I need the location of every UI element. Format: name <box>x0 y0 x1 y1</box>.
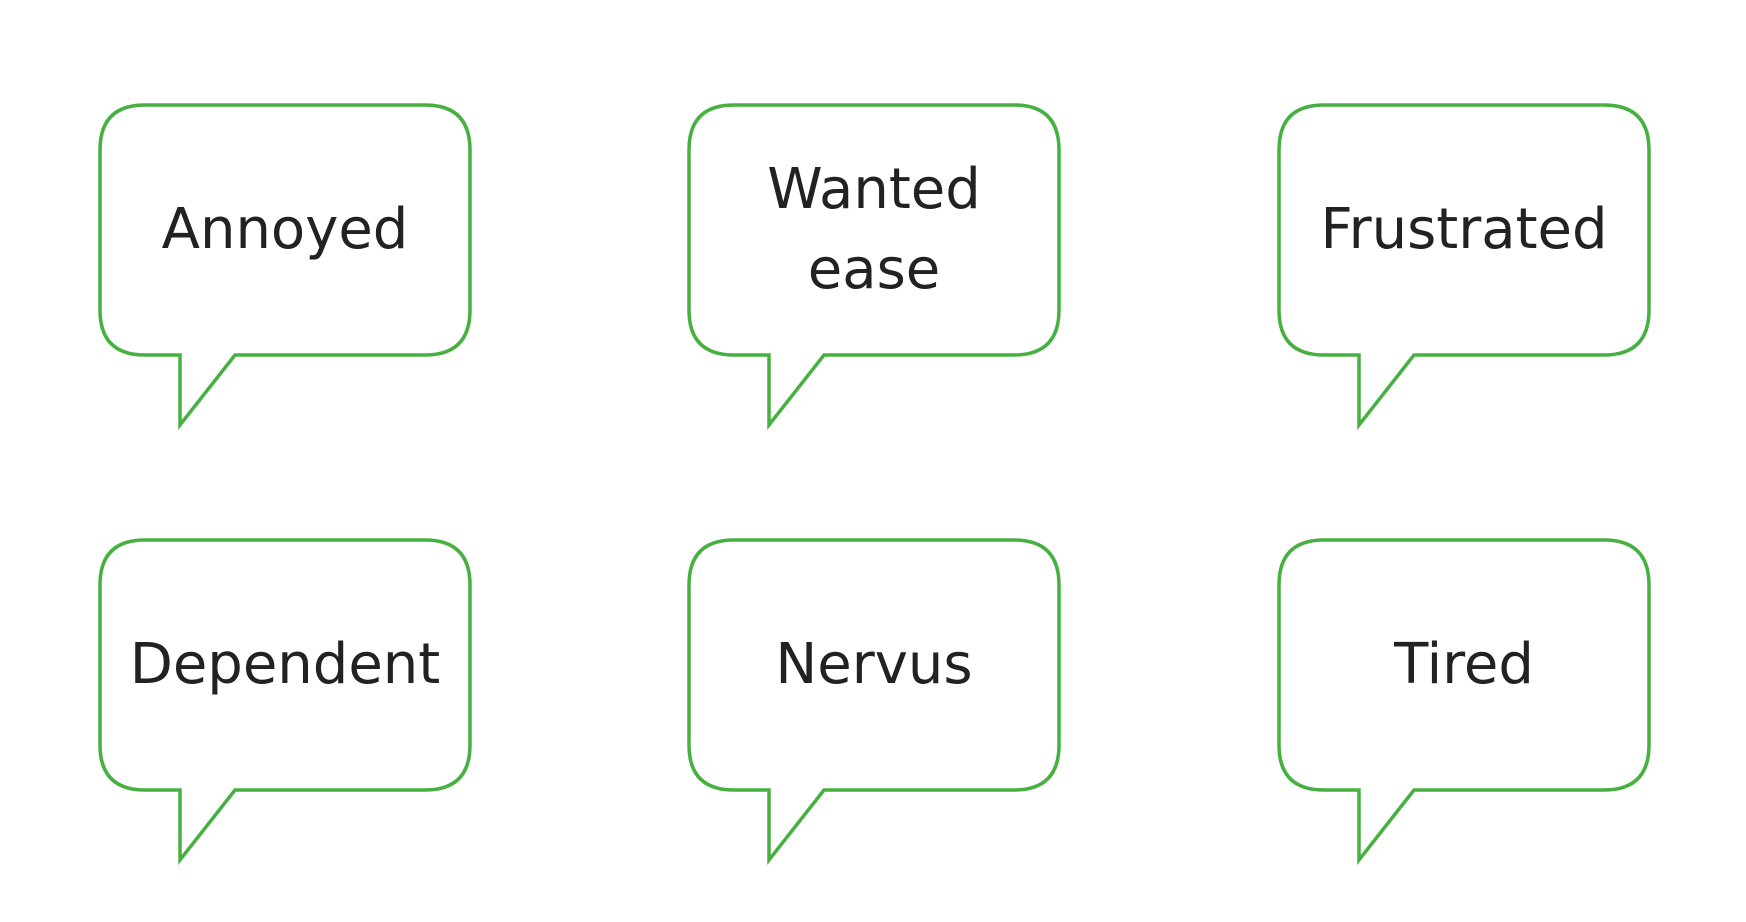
speech-bubble-wanted-ease: Wanted ease <box>684 95 1064 435</box>
bubble-label: Dependent <box>115 540 455 790</box>
bubble-label: Nervus <box>704 540 1044 790</box>
bubble-label: Annoyed <box>115 105 455 355</box>
bubble-label: Frustrated <box>1294 105 1634 355</box>
speech-bubble-tired: Tired <box>1274 530 1654 870</box>
speech-bubble-dependent: Dependent <box>95 530 475 870</box>
bubble-label-text: Nervus <box>775 632 973 697</box>
speech-bubble-icon <box>687 538 1061 866</box>
speech-bubble-annoyed: Annoyed <box>95 95 475 435</box>
bubble-label: Tired <box>1294 540 1634 790</box>
speech-bubble-icon <box>1277 103 1651 431</box>
speech-bubble-icon <box>1277 538 1651 866</box>
bubble-label-text: Wanted ease <box>767 157 981 302</box>
bubble-label-text: Dependent <box>129 632 441 697</box>
speech-bubble-frustrated: Frustrated <box>1274 95 1654 435</box>
bubble-label-text: Annoyed <box>161 197 409 262</box>
speech-bubble-nervus: Nervus <box>684 530 1064 870</box>
speech-bubble-icon <box>98 538 472 866</box>
bubble-label-text: Tired <box>1394 632 1534 697</box>
speech-bubble-icon <box>687 103 1061 431</box>
bubble-label: Wanted ease <box>704 105 1044 355</box>
speech-bubble-icon <box>98 103 472 431</box>
bubble-label-text: Frustrated <box>1320 197 1608 262</box>
